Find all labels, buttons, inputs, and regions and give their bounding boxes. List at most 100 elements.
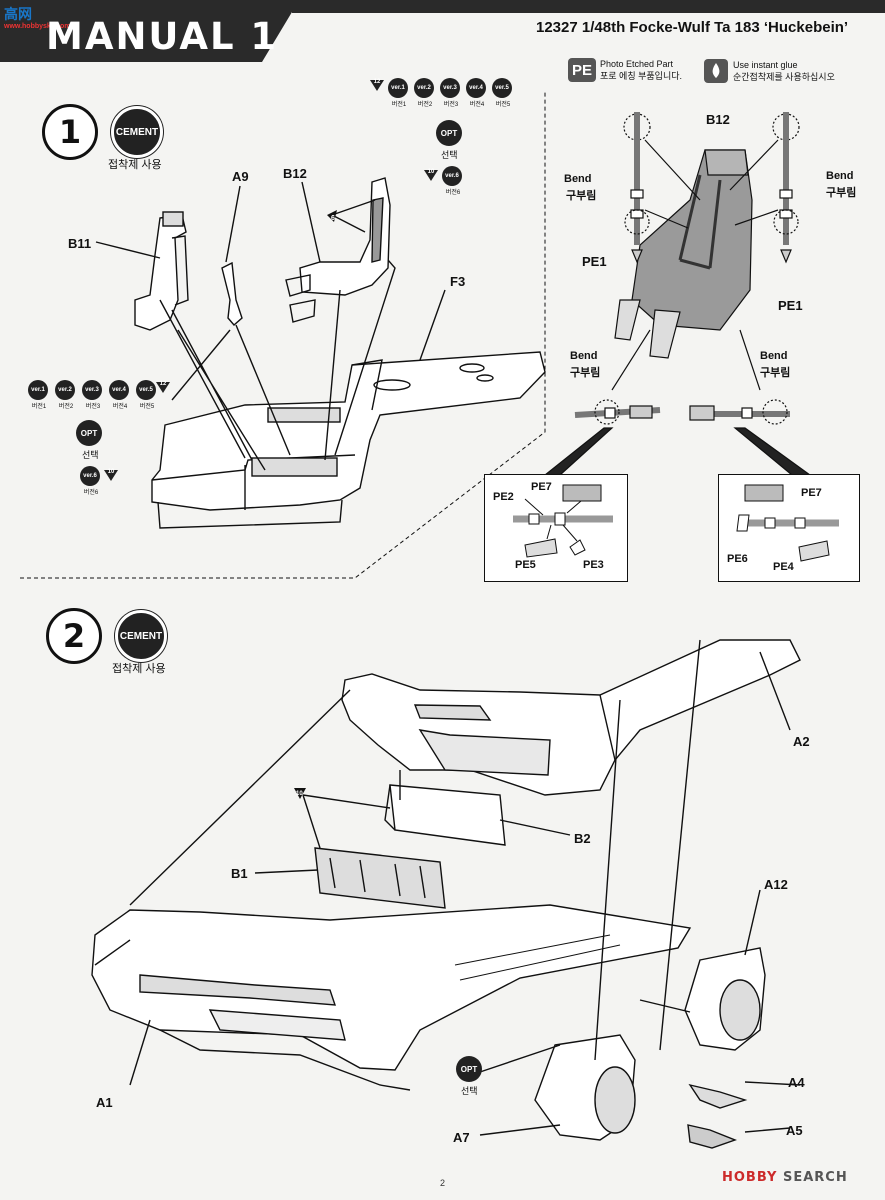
- ver-5-badge: ver.5: [492, 78, 512, 98]
- ver-6-top: ver.6 버전6: [442, 166, 464, 196]
- pe5-label: PE5: [515, 559, 536, 571]
- bend-label-lower-right: Bend: [760, 350, 788, 362]
- ver-6-caption-top: 버전6: [445, 190, 461, 196]
- ver-6-badge-left: ver.6: [80, 466, 100, 486]
- tri-10-top: 10: [424, 169, 438, 181]
- pe-legend: PE Photo Etched Part 포로 에칭 부품입니다.: [568, 58, 682, 82]
- pe-title: Photo Etched Part: [600, 58, 674, 69]
- ver-2-badge: ver.2: [414, 78, 434, 98]
- part-a1-label: A1: [96, 1095, 113, 1110]
- ver-5-caption: 버전5: [495, 102, 511, 108]
- ver-2-left-caption: 버전2: [58, 404, 74, 410]
- ver-2-caption: 버전2: [417, 102, 433, 108]
- part-f3-label: F3: [450, 274, 466, 289]
- glue-drop-icon: [704, 59, 728, 83]
- ver-1-badge: ver.1: [388, 78, 408, 98]
- ver-4-badge: ver.4: [466, 78, 486, 98]
- ver-2-left: ver.2: [55, 380, 75, 400]
- ver-1-left: ver.1: [28, 380, 48, 400]
- logo-text: 高网: [4, 6, 32, 22]
- step-2-number: 2: [46, 608, 102, 664]
- watermark-suffix: SEARCH: [782, 1170, 848, 1185]
- part-a12-label: A12: [764, 877, 788, 892]
- ver-6-badge-top: ver.6: [442, 166, 462, 186]
- opt-caption-left: 선택: [82, 450, 99, 460]
- pe7-label-left: PE7: [531, 481, 552, 493]
- step-1-number: 1: [42, 104, 98, 160]
- part-a5-label: A5: [786, 1123, 803, 1138]
- bend-label-lower-left: Bend: [570, 350, 598, 362]
- part-a4-label: A4: [788, 1075, 805, 1090]
- inset-right: PE7 PE6 PE4: [718, 474, 860, 582]
- glue-legend: Use instant glue 순간접착제를 사용하십시오: [703, 58, 835, 84]
- ver-6-left: ver.6 버전6: [80, 466, 102, 496]
- opt-caption-top: 선택: [441, 150, 458, 160]
- pe3-label: PE3: [583, 559, 604, 571]
- pe-badge: PE: [568, 58, 596, 82]
- pe1-label-left: PE1: [582, 254, 607, 269]
- ver-3-caption: 버전3: [443, 102, 459, 108]
- pe7-label-right: PE7: [801, 487, 822, 499]
- manual-title: MANUAL 1: [46, 15, 279, 58]
- seat-b12-label: B12: [706, 112, 730, 127]
- ver-6-caption-left: 버전6: [83, 490, 99, 496]
- tri-6-label: 6: [331, 215, 335, 222]
- inset-left-drawing: [513, 484, 613, 558]
- bend-korean-lower-right: 구부림: [760, 367, 791, 379]
- pe1-label-right: PE1: [778, 298, 803, 313]
- step-1-cement-icon: CEMENT: [111, 106, 163, 158]
- glue-title: Use instant glue: [733, 59, 798, 70]
- ver-5-left-caption: 버전5: [139, 404, 155, 410]
- page-number: 2: [439, 1178, 445, 1188]
- tri-12-left: 12: [156, 381, 170, 393]
- part-a2-label: A2: [793, 734, 810, 749]
- step-2-cement-icon: CEMENT: [115, 610, 167, 662]
- ver-1-left-caption: 버전1: [31, 404, 47, 410]
- version-row-left: ver.1 버전1 ver.2 버전2 ver.3 버전3 ver.4 버전4 ver.…: [28, 380, 158, 410]
- opt-badge-left: OPT: [76, 420, 102, 446]
- ver-3-left: ver.3: [82, 380, 102, 400]
- bend-korean-lower-left: 구부림: [570, 367, 601, 379]
- tri-10-left: 10: [104, 469, 118, 481]
- step-2-cement-caption: 접착제 사용: [112, 663, 166, 675]
- site-logo: 高网 www.hobbysky.com: [4, 6, 71, 32]
- part-b12-label: B12: [283, 166, 307, 181]
- ver-5-left: ver.5: [136, 380, 156, 400]
- ver-4-caption: 버전4: [469, 102, 485, 108]
- ver-3-left-caption: 버전3: [85, 404, 101, 410]
- part-b1-label: B1: [231, 866, 248, 881]
- part-b11-label: B11: [68, 236, 92, 251]
- step-2-opt-badge: OPT: [456, 1056, 482, 1082]
- tri-12-top: 12: [370, 79, 384, 91]
- pe2-label: PE2: [493, 491, 514, 503]
- bend-korean-right: 구부림: [826, 187, 857, 199]
- part-a9-label: A9: [232, 169, 249, 184]
- logo-url: www.hobbysky.com: [4, 23, 71, 30]
- bend-label-left: Bend: [564, 173, 592, 185]
- opt-badge-top: OPT: [436, 120, 462, 146]
- bend-label-right: Bend: [826, 170, 854, 182]
- step-2-tri-label: 10: [296, 791, 303, 797]
- step-2-opt-caption: 선택: [461, 1086, 478, 1096]
- product-line: 12327 1/48th Focke-Wulf Ta 183 ‘Huckebei…: [536, 19, 849, 36]
- part-a7-label: A7: [453, 1130, 470, 1145]
- hobby-search-watermark: HOBBY SEARCH: [722, 1170, 848, 1185]
- ver-1-caption: 버전1: [391, 102, 407, 108]
- ver-4-left-caption: 버전4: [112, 404, 128, 410]
- step-1-cement-caption: 접착제 사용: [108, 159, 162, 171]
- bend-korean-left: 구부림: [566, 190, 597, 202]
- pe-korean: 포로 에칭 부품입니다.: [600, 70, 683, 81]
- header-band: [0, 0, 885, 62]
- pe6-label: PE6: [727, 553, 748, 565]
- watermark-prefix: HOBBY: [722, 1170, 778, 1185]
- pe4-label: PE4: [773, 561, 794, 573]
- glue-korean: 순간접착제를 사용하십시오: [733, 71, 835, 82]
- part-b2-label: B2: [574, 831, 591, 846]
- inset-right-drawing: [736, 484, 839, 562]
- inset-left: PE2 PE7 PE5 PE3: [484, 474, 628, 582]
- ver-4-left: ver.4: [109, 380, 129, 400]
